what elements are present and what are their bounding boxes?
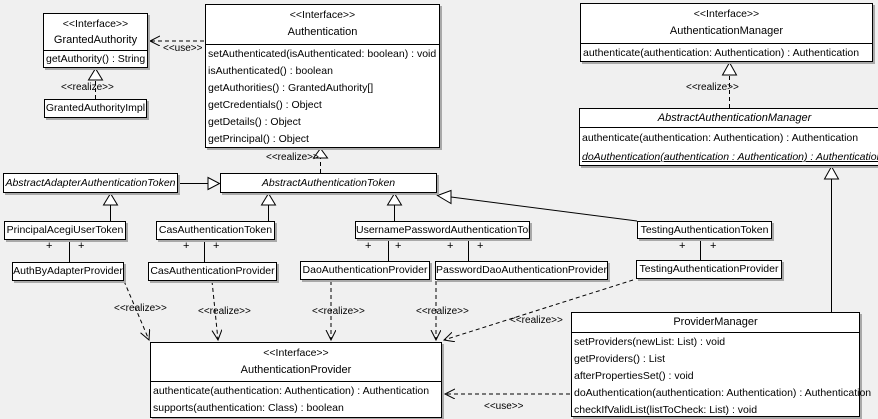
association-end-label: + bbox=[183, 240, 190, 252]
realize-label: <<realize>> bbox=[510, 315, 563, 326]
realize-label: <<realize>> bbox=[114, 303, 167, 314]
class-name: PasswordDaoAuthenticationProvider bbox=[436, 264, 607, 276]
realize-label: <<realize>> bbox=[266, 152, 319, 163]
class-abstract-adapter-authentication-token[interactable]: AbstractAdapterAuthenticationToken bbox=[3, 173, 178, 193]
class-name: TestingAuthenticationToken bbox=[640, 224, 769, 236]
class-granted-authority-impl[interactable]: GrantedAuthorityImpl bbox=[44, 99, 147, 118]
association-end-label: + bbox=[447, 240, 454, 252]
use-label: <<use>> bbox=[484, 401, 524, 412]
stereotype: <<Interface>> bbox=[693, 8, 760, 20]
method: getPrincipal() : Object bbox=[208, 133, 309, 145]
class-name: AbstractAdapterAuthenticationToken bbox=[5, 177, 176, 189]
class-cas-authentication-token[interactable]: CasAuthenticationToken bbox=[156, 221, 275, 240]
association-end-label: + bbox=[365, 240, 372, 252]
generalization-edge-testing-token bbox=[450, 196, 638, 222]
class-password-dao-authentication-provider[interactable]: PasswordDaoAuthenticationProvider bbox=[435, 261, 608, 280]
association-end-label: + bbox=[78, 240, 85, 252]
method: setProviders(newList: List) : void bbox=[574, 336, 726, 348]
association-end-label: + bbox=[46, 240, 53, 252]
class-name: AbstractAuthenticationToken bbox=[261, 177, 396, 189]
method-abstract: doAuthentication(authentication : Authen… bbox=[582, 151, 878, 163]
association-end-label: + bbox=[477, 240, 484, 252]
method: authenticate(authentication: Authenticat… bbox=[583, 47, 860, 59]
method: supports(authentication: Class) : boolea… bbox=[153, 402, 344, 414]
use-label: <<use>> bbox=[163, 43, 203, 54]
association-edges bbox=[69, 239, 701, 262]
method: getAuthority() : String bbox=[46, 53, 146, 65]
class-provider-manager[interactable]: ProviderManager setProviders(newList: Li… bbox=[571, 312, 872, 417]
class-name: AuthByAdapterProvider bbox=[13, 265, 123, 277]
class-authentication[interactable]: <<Interface>> Authentication setAuthenti… bbox=[205, 4, 440, 148]
class-name: DaoAuthenticationProvider bbox=[302, 264, 428, 276]
class-testing-authentication-provider[interactable]: TestingAuthenticationProvider bbox=[636, 260, 782, 279]
method: getCredentials() : Object bbox=[208, 99, 322, 111]
stereotype: <<Interface>> bbox=[289, 9, 356, 21]
realize-label: <<realize>> bbox=[61, 82, 114, 93]
association-end-label: + bbox=[213, 240, 220, 252]
class-name: TestingAuthenticationProvider bbox=[639, 263, 779, 275]
method: getDetails() : Object bbox=[208, 116, 301, 128]
generalization-triangles bbox=[102, 165, 840, 206]
class-name: AbstractAuthenticationManager bbox=[657, 112, 812, 124]
class-abstract-authentication-manager[interactable]: AbstractAuthenticationManager authentica… bbox=[579, 108, 878, 166]
method: authenticate(authentication: Authenticat… bbox=[582, 132, 859, 144]
association-end-label: + bbox=[395, 240, 402, 252]
realize-label: <<realize>> bbox=[312, 306, 365, 317]
method: checkIfValidList(listToCheck: List) : vo… bbox=[574, 404, 758, 416]
method: afterPropertiesSet() : void bbox=[574, 370, 694, 382]
class-dao-authentication-provider[interactable]: DaoAuthenticationProvider bbox=[300, 261, 430, 280]
class-testing-authentication-token[interactable]: TestingAuthenticationToken bbox=[637, 221, 772, 239]
class-cas-authentication-provider[interactable]: CasAuthenticationProvider bbox=[148, 262, 277, 281]
stereotype: <<Interface>> bbox=[263, 347, 329, 359]
class-name: CasAuthenticationToken bbox=[158, 224, 273, 236]
method: isAuthenticated() : boolean bbox=[208, 65, 333, 77]
association-end-label: + bbox=[710, 240, 717, 252]
class-name: GrantedAuthority bbox=[53, 34, 138, 46]
class-authentication-provider[interactable]: <<Interface>> AuthenticationProvider aut… bbox=[150, 342, 442, 418]
class-auth-by-adapter-provider[interactable]: AuthByAdapterProvider bbox=[12, 262, 124, 281]
method: getProviders() : List bbox=[574, 353, 666, 365]
class-name: PrincipalAcegiUserToken bbox=[6, 224, 124, 236]
class-name: AuthenticationManager bbox=[669, 25, 784, 37]
class-principal-acegi-user-token[interactable]: PrincipalAcegiUserToken bbox=[4, 221, 126, 240]
class-username-password-authentication-token[interactable]: UsernamePasswordAuthenticationToken bbox=[355, 221, 530, 239]
class-name: ProviderManager bbox=[673, 316, 758, 328]
class-name: GrantedAuthorityImpl bbox=[45, 102, 146, 114]
class-name: CasAuthenticationProvider bbox=[150, 265, 275, 277]
class-authentication-manager[interactable]: <<Interface>> AuthenticationManager auth… bbox=[580, 3, 873, 62]
class-abstract-authentication-token[interactable]: AbstractAuthenticationToken bbox=[220, 173, 437, 193]
class-name: AuthenticationProvider bbox=[240, 364, 352, 376]
stereotype: <<Interface>> bbox=[62, 18, 129, 30]
realize-label: <<realize>> bbox=[686, 82, 739, 93]
method: authenticate(authentication: Authenticat… bbox=[153, 385, 430, 397]
class-granted-authority[interactable]: <<Interface>> GrantedAuthority getAuthor… bbox=[43, 13, 148, 68]
class-name: Authentication bbox=[287, 26, 358, 38]
class-name: UsernamePasswordAuthenticationToken bbox=[356, 224, 529, 236]
method: setAuthenticated(isAuthenticated: boolea… bbox=[208, 48, 437, 60]
method: doAuthentication(authentication: Authent… bbox=[574, 387, 872, 399]
realize-label: <<realize>> bbox=[198, 306, 251, 317]
association-end-label: + bbox=[679, 240, 686, 252]
method: getAuthorities() : GrantedAuthority[] bbox=[208, 82, 374, 94]
realize-label: <<realize>> bbox=[416, 306, 469, 317]
